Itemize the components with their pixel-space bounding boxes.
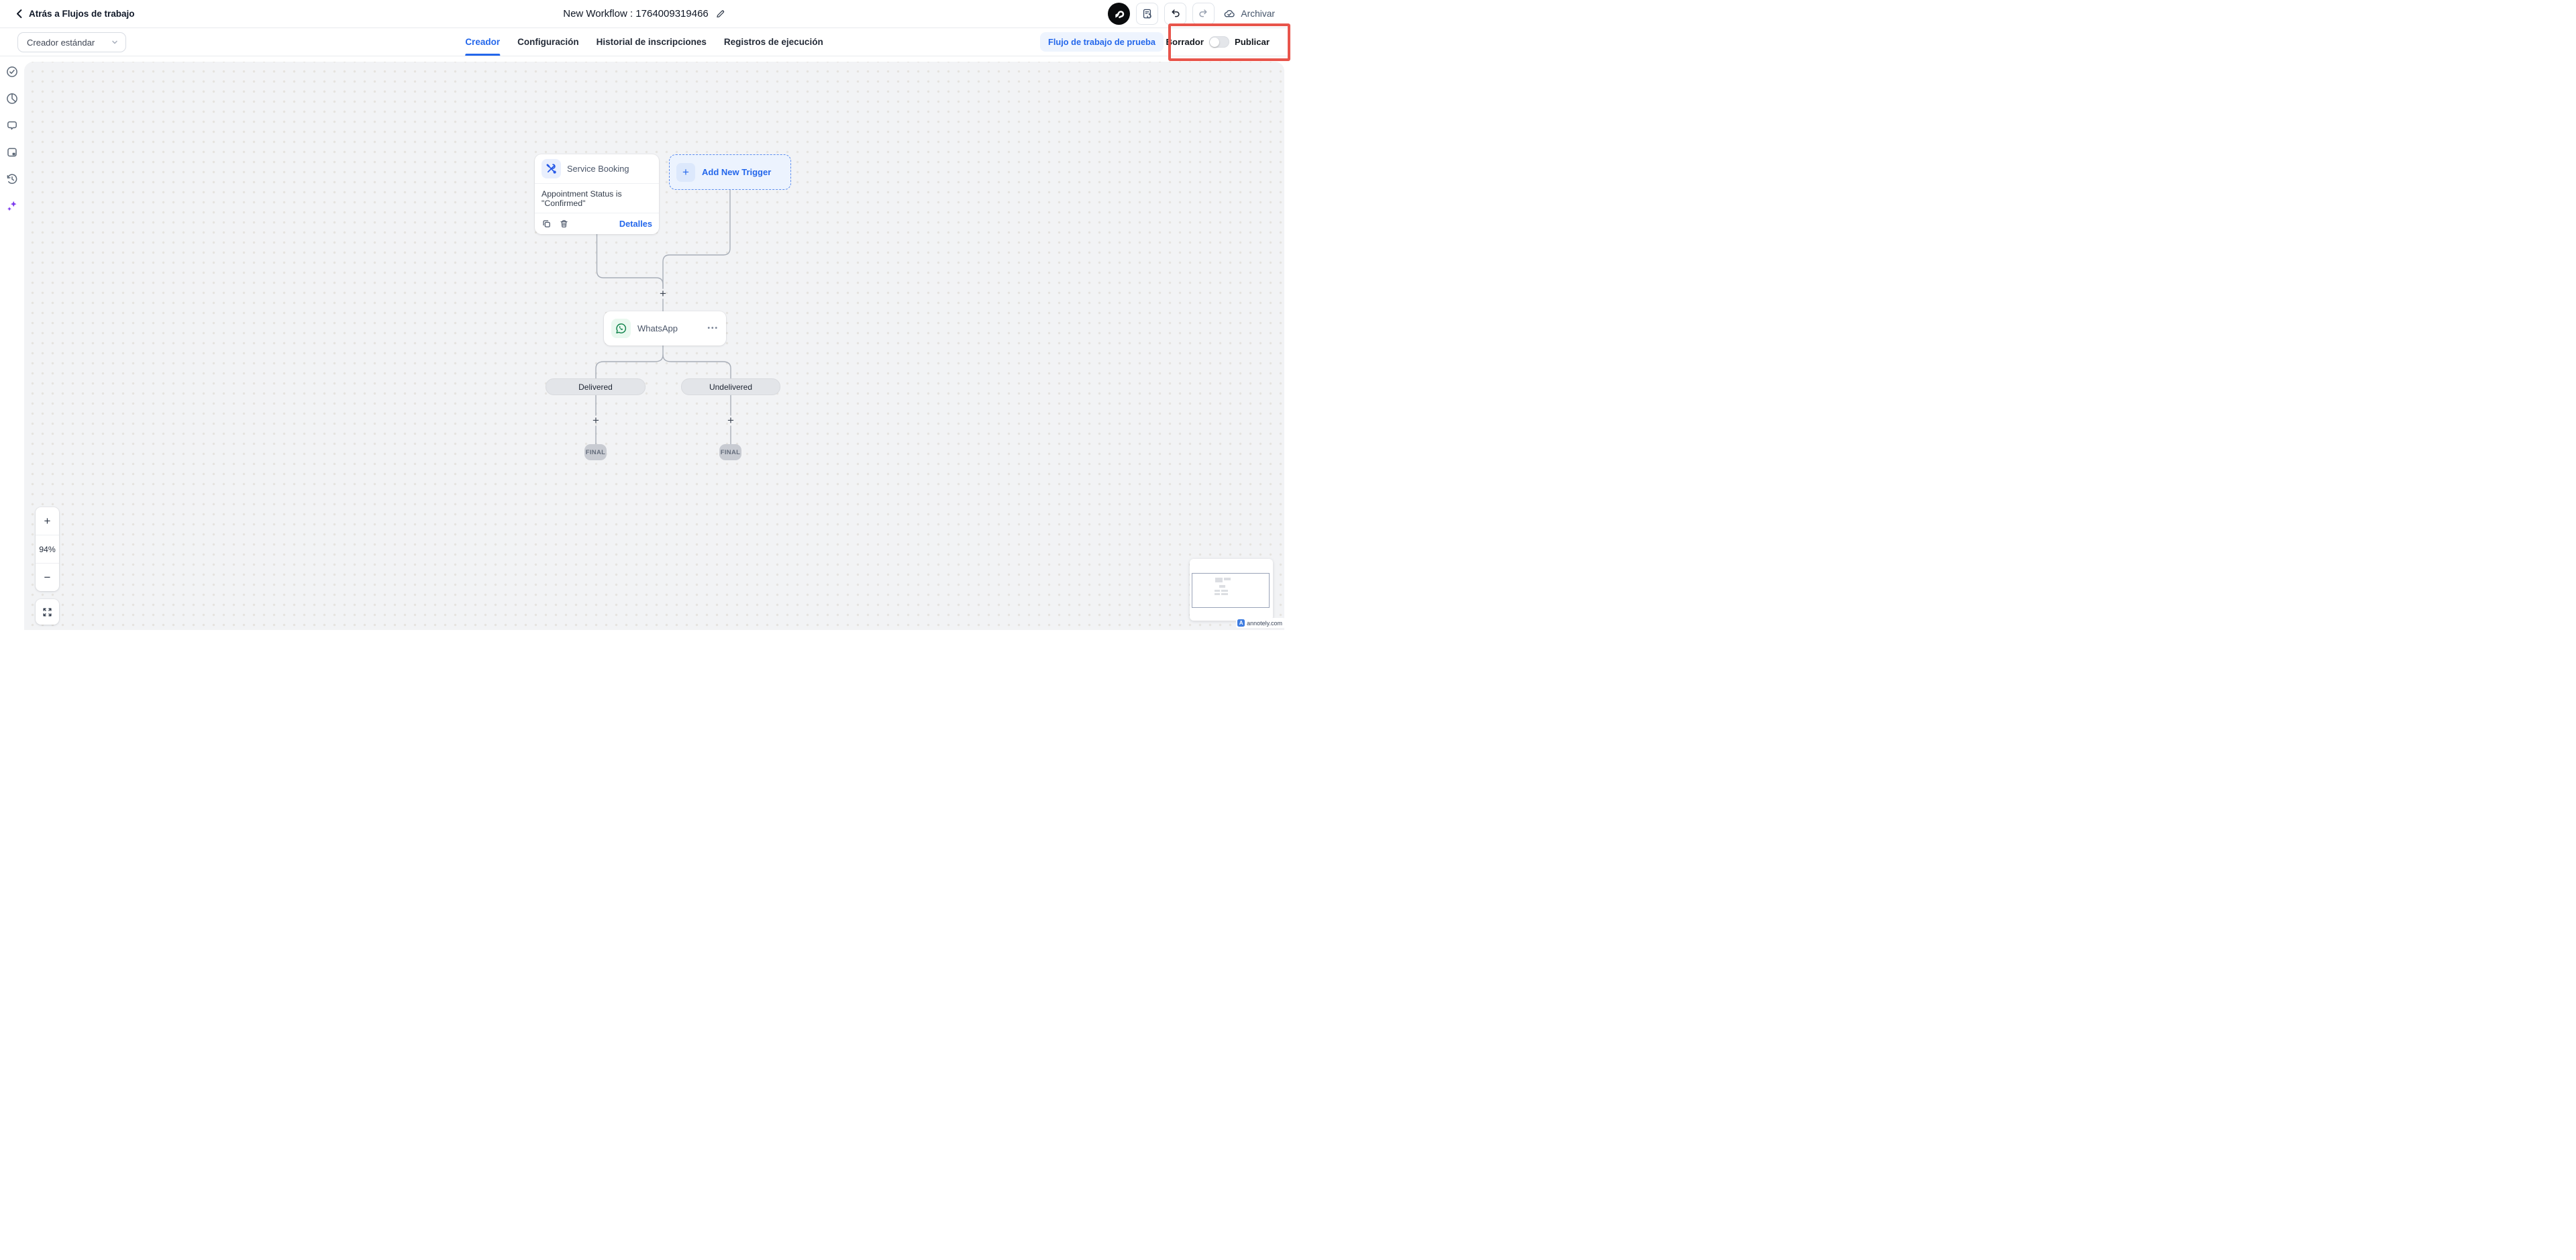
- redo-button[interactable]: [1192, 3, 1215, 25]
- document-refresh-icon: [1143, 9, 1152, 19]
- trigger-node-service-booking[interactable]: Service Booking Appointment Status is "C…: [535, 154, 659, 234]
- check-circle-icon[interactable]: [6, 66, 18, 78]
- service-tools-icon: [542, 159, 561, 178]
- minimap-viewport: [1192, 573, 1270, 608]
- trigger-node-footer: Detalles: [535, 213, 659, 234]
- annotely-logo-icon: A: [1237, 619, 1245, 627]
- workflow-canvas[interactable]: Service Booking Appointment Status is "C…: [24, 62, 1284, 630]
- workflow-tabs: Creador Configuración Historial de inscr…: [465, 28, 823, 56]
- archive-button[interactable]: Archivar: [1223, 8, 1275, 19]
- top-bar: Atrás a Flujos de trabajo New Workflow :…: [0, 0, 1288, 28]
- minimap-node-block: [1215, 593, 1220, 595]
- publish-label: Publicar: [1234, 37, 1270, 47]
- branch-undelivered: Undelivered: [681, 378, 780, 395]
- minimap-node-block: [1221, 593, 1228, 595]
- add-new-trigger-label: Add New Trigger: [702, 167, 772, 177]
- top-actions: Archivar: [1108, 0, 1275, 28]
- notes-card-icon[interactable]: [6, 146, 18, 158]
- cloud-check-icon: [1225, 10, 1235, 17]
- test-workflow-button[interactable]: Flujo de trabajo de prueba: [1040, 32, 1164, 52]
- branch-delivered: Delivered: [546, 378, 646, 395]
- redo-icon: [1199, 9, 1207, 17]
- builder-mode-select[interactable]: Creador estándar: [17, 32, 127, 52]
- expand-arrows-icon: [43, 607, 52, 617]
- action-node-title: WhatsApp: [637, 323, 678, 333]
- fit-view-button[interactable]: [36, 599, 59, 625]
- action-node-whatsapp[interactable]: WhatsApp •••: [604, 311, 726, 346]
- trigger-node-title: Service Booking: [567, 164, 629, 174]
- workflow-title: New Workflow : 1764009319466: [563, 0, 725, 28]
- zoom-in-button[interactable]: +: [44, 514, 51, 527]
- undo-button[interactable]: [1164, 3, 1187, 25]
- minimap-node-block: [1215, 578, 1223, 582]
- zoom-controls: + 94% −: [36, 507, 59, 591]
- archive-label: Archivar: [1241, 9, 1275, 19]
- tab-registros-ejecucion[interactable]: Registros de ejecución: [723, 37, 823, 47]
- help-widget-glyph: [1115, 11, 1125, 18]
- whatsapp-icon: [611, 319, 631, 338]
- chat-bubble-icon[interactable]: [6, 119, 18, 132]
- minimap-node-block: [1221, 590, 1228, 592]
- zoom-level: 94%: [36, 535, 59, 563]
- final-node-undelivered: FINAL: [719, 444, 741, 460]
- pie-chart-icon[interactable]: [6, 93, 18, 105]
- delete-trash-icon[interactable]: [559, 219, 569, 229]
- connector-lines: [595, 189, 731, 445]
- zoom-out-button[interactable]: −: [36, 563, 59, 591]
- workflow-title-text: New Workflow : 1764009319466: [563, 8, 709, 19]
- chevron-down-icon: [112, 40, 117, 44]
- builder-mode-value: Creador estándar: [27, 37, 95, 48]
- edit-pencil-icon[interactable]: [715, 9, 725, 19]
- add-step-plus-main[interactable]: +: [660, 287, 666, 300]
- add-step-plus-delivered[interactable]: +: [593, 414, 599, 427]
- details-link[interactable]: Detalles: [619, 219, 652, 229]
- undo-icon: [1172, 9, 1180, 17]
- tab-configuracion[interactable]: Configuración: [517, 37, 579, 47]
- chevron-left-icon: [17, 9, 22, 18]
- back-to-workflows-button[interactable]: Atrás a Flujos de trabajo: [15, 0, 135, 28]
- publish-controls: Borrador Publicar: [1166, 28, 1270, 56]
- annotely-watermark[interactable]: A annotely.com: [1236, 618, 1285, 628]
- final-node-delivered: FINAL: [584, 444, 607, 460]
- copy-icon[interactable]: [542, 219, 552, 229]
- plus-icon: +: [676, 162, 695, 182]
- trigger-node-header: Service Booking: [535, 154, 659, 184]
- tab-historial-inscripciones[interactable]: Historial de inscripciones: [596, 37, 707, 47]
- tab-creador[interactable]: Creador: [465, 28, 500, 56]
- add-step-plus-undelivered[interactable]: +: [727, 414, 734, 427]
- node-menu-dots-icon[interactable]: •••: [707, 325, 719, 332]
- add-new-trigger-node[interactable]: + Add New Trigger: [669, 154, 791, 190]
- minimap-node-block: [1224, 578, 1231, 580]
- minimap-node-block: [1219, 585, 1225, 588]
- publish-toggle[interactable]: [1208, 36, 1229, 48]
- ai-sparkles-icon[interactable]: [6, 200, 18, 212]
- version-history-button[interactable]: [1136, 3, 1159, 25]
- back-label: Atrás a Flujos de trabajo: [29, 9, 135, 19]
- history-clock-icon[interactable]: [6, 173, 18, 185]
- trigger-node-condition: Appointment Status is "Confirmed": [535, 184, 659, 213]
- draft-label: Borrador: [1166, 37, 1204, 47]
- canvas-tool-rail: [0, 56, 24, 630]
- help-widget-logo[interactable]: [1108, 3, 1131, 25]
- minimap-node-block: [1215, 590, 1220, 592]
- annotely-text: annotely.com: [1247, 619, 1282, 627]
- workflow-toolbar: Creador estándar Creador Configuración H…: [0, 28, 1288, 56]
- toggle-knob: [1210, 37, 1220, 47]
- minimap[interactable]: [1190, 559, 1273, 621]
